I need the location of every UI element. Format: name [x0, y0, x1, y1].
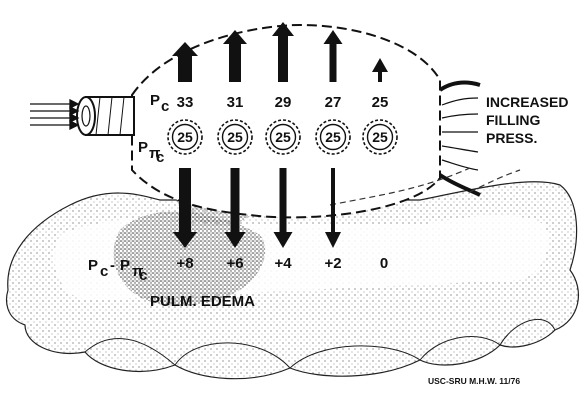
arteriole-lumen	[82, 106, 90, 126]
pc-force-arrow-shaft	[278, 34, 288, 82]
net-filtration-arrow-shaft	[280, 168, 287, 236]
ppi-value: 25	[325, 129, 341, 145]
outflow-arrows	[442, 98, 478, 170]
right-label-line-3: PRESS.	[486, 130, 537, 146]
pc-force-arrow-shaft	[330, 42, 337, 82]
ppi-subsubscript: c	[156, 149, 164, 166]
pc-value: 25	[372, 94, 389, 111]
pc-value: 33	[177, 94, 194, 111]
edema-label: PULM. EDEMA	[150, 293, 255, 310]
net-value: +8	[176, 255, 193, 272]
net-value: 0	[380, 255, 388, 272]
net-filtration-arrow-shaft	[179, 168, 191, 236]
inflow-arrows	[30, 100, 78, 129]
pc-symbol: P	[150, 92, 160, 109]
net-filtration-arrow-shaft	[231, 168, 240, 236]
pc-force-arrow-shaft	[229, 42, 241, 82]
pc-value: 29	[275, 94, 292, 111]
pc-subscript: c	[161, 98, 169, 115]
net-value: +4	[274, 255, 292, 272]
ppi-symbol: P	[138, 139, 148, 156]
net-p1: P	[88, 257, 98, 274]
net-value: +6	[226, 255, 243, 272]
right-label-line-1: INCREASED	[486, 94, 568, 110]
net-filtration-arrow-shaft	[331, 168, 335, 236]
net-sub1: c	[100, 263, 108, 280]
increased-filling-label: INCREASED FILLING PRESS.	[486, 94, 568, 146]
credit-line: USC-SRU M.H.W. 11/76	[428, 376, 520, 386]
pc-value: 27	[325, 94, 342, 111]
ppi-value: 25	[275, 129, 291, 145]
net-subsub2: c	[139, 267, 147, 284]
venule-outline	[440, 83, 480, 90]
ppi-value: 25	[372, 129, 388, 145]
right-label-line-2: FILLING	[486, 112, 541, 128]
ppi-value: 25	[227, 129, 243, 145]
net-value: +2	[324, 255, 341, 272]
pc-force-arrow-shaft	[178, 54, 192, 82]
pc-value: 31	[227, 94, 244, 111]
net-dash: -	[110, 257, 115, 274]
net-p2: P	[120, 257, 130, 274]
ppi-value: 25	[177, 129, 193, 145]
